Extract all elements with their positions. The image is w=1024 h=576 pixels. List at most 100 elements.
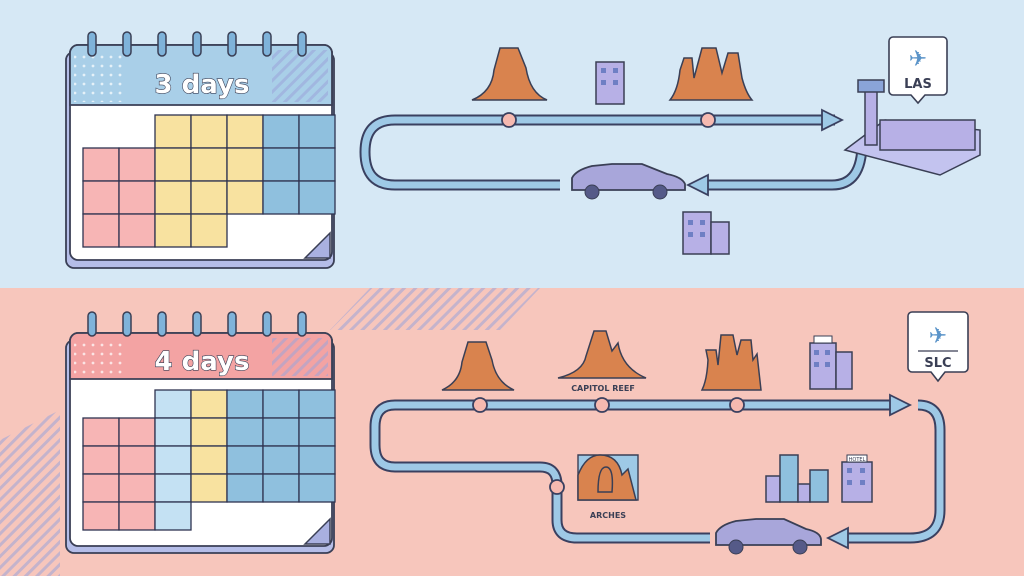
calendar-day-cell [226, 473, 264, 503]
calendar-day-cell [82, 445, 120, 475]
calendar-ring [262, 311, 272, 337]
hotel-icon [809, 335, 853, 390]
calendar-day-cell [298, 389, 336, 419]
airport-code: LAS [904, 77, 932, 92]
hotel-icon [595, 61, 625, 105]
calendar-day-cell [190, 389, 228, 419]
stop-label-arches: ARCHES [590, 511, 626, 520]
calendar-day-cell [118, 501, 156, 531]
calendar-ring [297, 311, 307, 337]
calendar-day-cell [298, 114, 336, 149]
calendar-day-cell [298, 473, 336, 503]
route-3-days [359, 108, 868, 197]
calendar-day-cell [226, 389, 264, 419]
calendar-day-cell [298, 445, 336, 475]
calendar-day-cell [154, 417, 192, 447]
calendar-ring [122, 31, 132, 57]
calendar-day-cell [154, 445, 192, 475]
car-icon [715, 518, 822, 555]
calendar-day-cell [262, 389, 300, 419]
calendar-ring [157, 311, 167, 337]
calendar-day-cell [154, 147, 192, 182]
calendar-day-cell [82, 147, 120, 182]
calendar-day-cell [118, 213, 156, 248]
calendar-day-cell [82, 501, 120, 531]
calendar-ring [122, 311, 132, 337]
airport-sign-las: ✈ LAS [888, 36, 948, 105]
route-stop-dot [729, 397, 745, 413]
calendar-grid [82, 114, 336, 248]
calendar-day-cell [118, 417, 156, 447]
calendar-day-cell [226, 114, 264, 149]
calendar-day-cell [262, 445, 300, 475]
calendar-day-cell [154, 213, 192, 248]
calendar-day-cell [190, 213, 228, 248]
calendar-day-cell [82, 213, 120, 248]
calendar-day-cell [226, 180, 264, 215]
calendar-4-days: 4 days [65, 311, 336, 554]
calendar-day-cell [190, 180, 228, 215]
calendar-ring [297, 31, 307, 57]
airplane-icon: ✈ [929, 324, 947, 349]
calendar-day-cell [82, 473, 120, 503]
arches-icon: ARCHES [577, 454, 639, 520]
calendar-rings [87, 31, 307, 57]
calendar-duration-label: 3 days [155, 70, 250, 100]
route-stop-dot [549, 479, 565, 495]
calendar-rings [87, 311, 307, 337]
calendar-day-cell [190, 445, 228, 475]
calendar-day-cell [226, 417, 264, 447]
calendar-day-cell [298, 417, 336, 447]
mesa-icon [471, 47, 548, 101]
calendar-day-cell [226, 147, 264, 182]
car-icon [571, 163, 686, 200]
decorative-stripes [330, 288, 540, 330]
route-4-days [369, 393, 946, 550]
decorative-stripes [0, 410, 60, 576]
route-stop-dot [700, 112, 716, 128]
calendar-duration-label: 4 days [155, 347, 250, 377]
arrow-head-left [685, 173, 709, 197]
hotel-sign: HOTEL [849, 457, 866, 463]
calendar-day-cell [298, 147, 336, 182]
calendar-day-cell [82, 417, 120, 447]
airport-sign-slc: ✈ SLC [907, 311, 969, 383]
route-stop-dot [472, 397, 488, 413]
calendar-day-cell [118, 445, 156, 475]
stop-label-capitol-reef: CAPITOL REEF [571, 384, 635, 393]
hoodoos-icon [668, 47, 754, 101]
route-stop-dot [501, 112, 517, 128]
city-hotel-icon: HOTEL [765, 454, 873, 503]
calendar-day-cell [262, 180, 300, 215]
route-stop-dot [594, 397, 610, 413]
hotel-icon [682, 211, 730, 255]
airport-code: SLC [924, 356, 951, 371]
airplane-icon: ✈ [909, 47, 927, 72]
calendar-day-cell [154, 501, 192, 531]
calendar-ring [227, 311, 237, 337]
calendar-day-cell [154, 114, 192, 149]
calendar-day-cell [154, 180, 192, 215]
calendar-day-cell [190, 473, 228, 503]
airport-icon [843, 79, 981, 176]
calendar-day-cell [226, 445, 264, 475]
calendar-day-cell [190, 417, 228, 447]
calendar-day-cell [298, 180, 336, 215]
calendar-day-cell [190, 147, 228, 182]
calendar-day-cell [118, 180, 156, 215]
calendar-day-cell [262, 114, 300, 149]
calendar-ring [192, 311, 202, 337]
arrow-head-left [825, 526, 849, 550]
calendar-ring [262, 31, 272, 57]
calendar-ring [87, 311, 97, 337]
calendar-day-cell [154, 473, 192, 503]
calendar-day-cell [262, 473, 300, 503]
arrow-head-right [889, 393, 913, 417]
calendar-grid [82, 389, 336, 531]
mesa-icon [441, 341, 515, 391]
calendar-day-cell [262, 417, 300, 447]
calendar-ring [87, 31, 97, 57]
arrow-head-right [821, 108, 845, 132]
calendar-day-cell [82, 180, 120, 215]
